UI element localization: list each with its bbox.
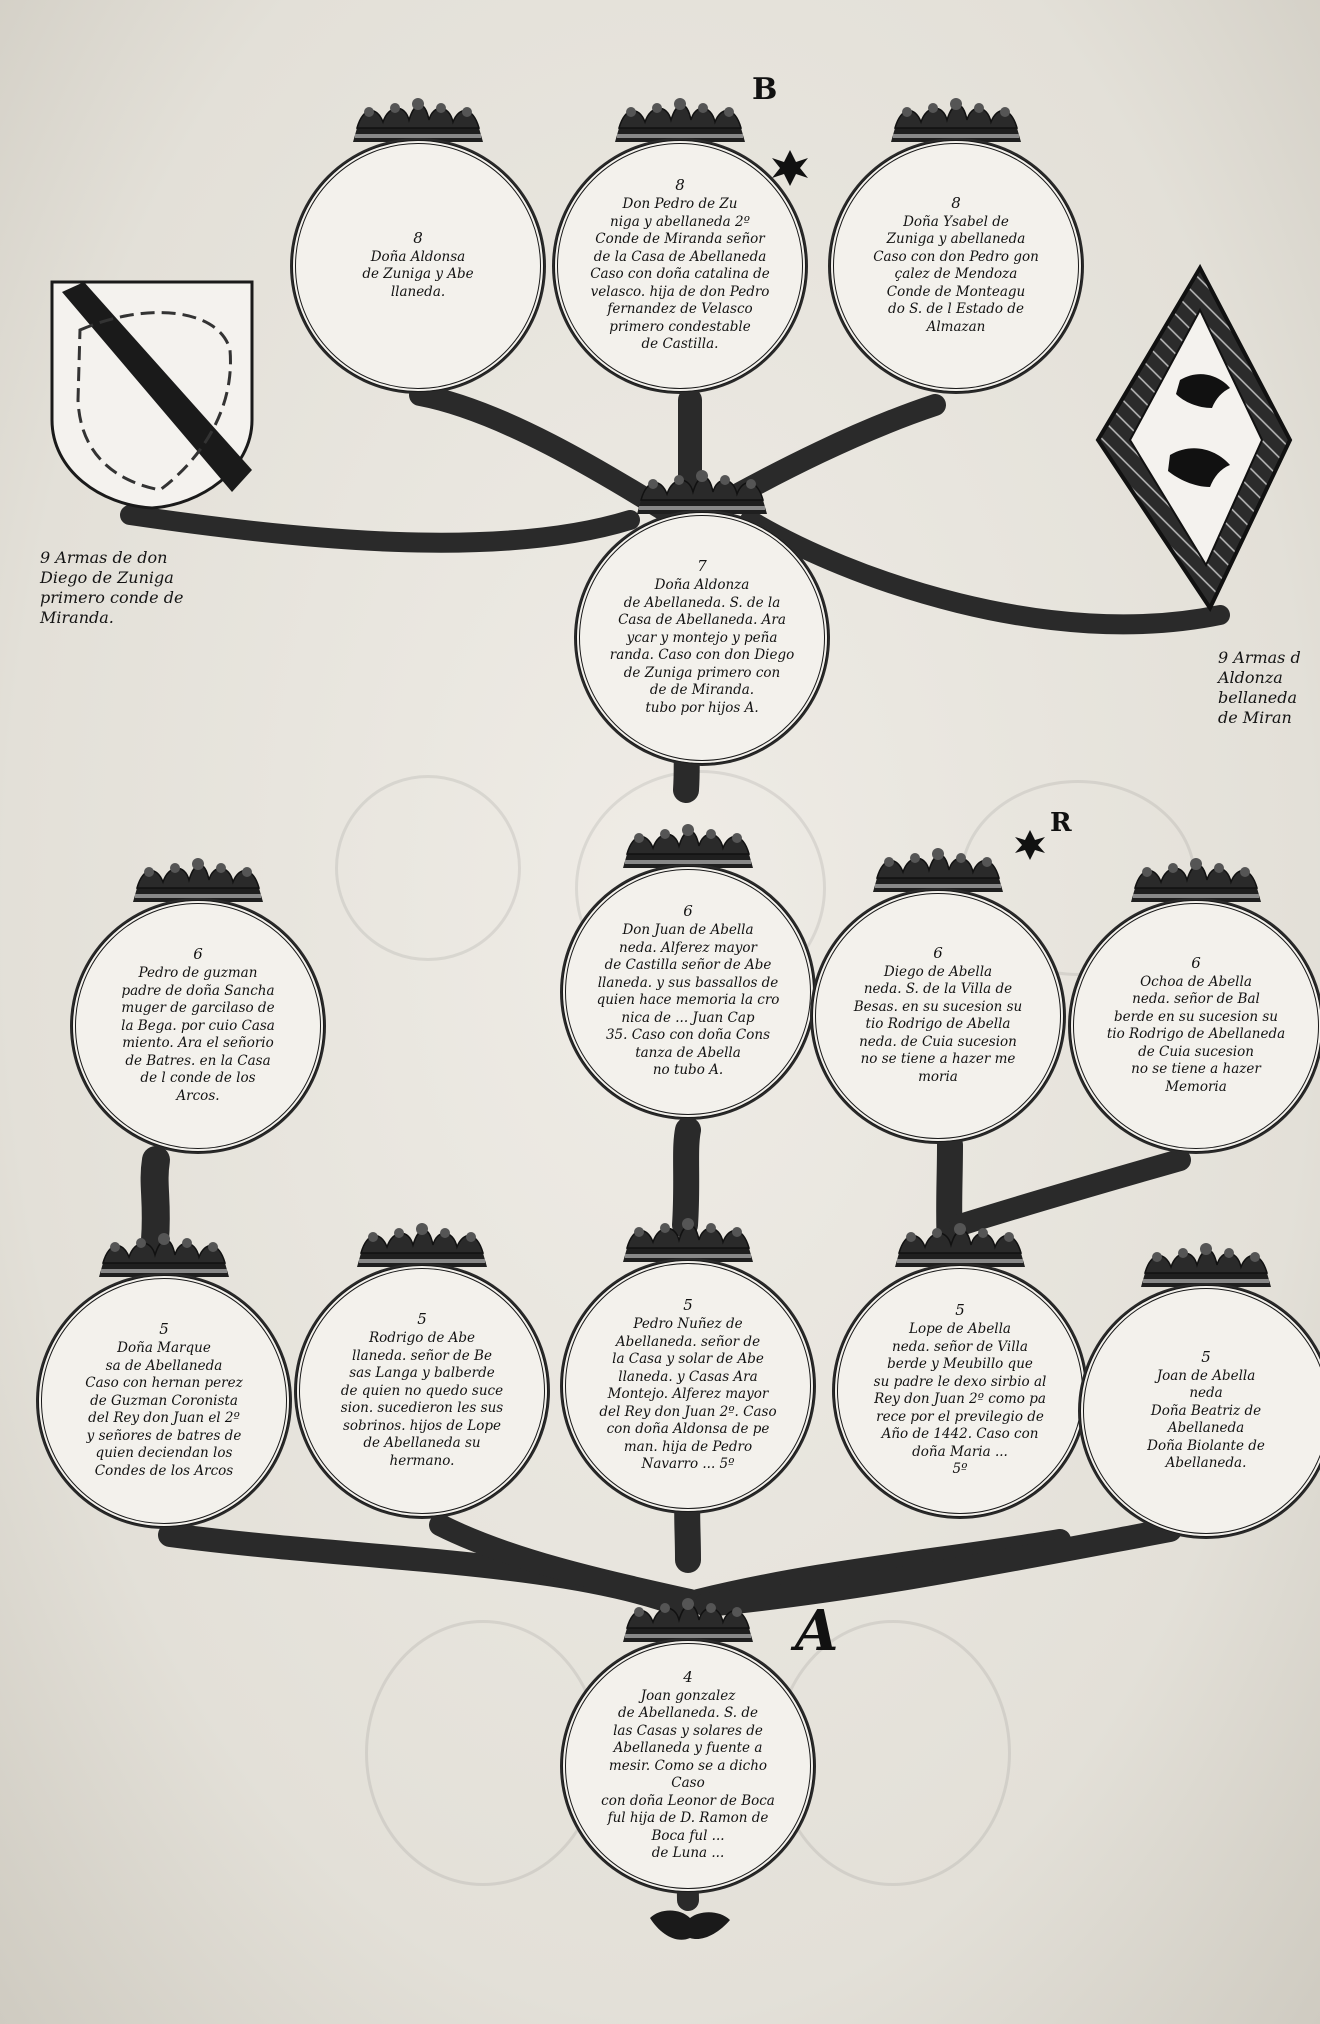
crown-icon (627, 468, 777, 518)
generation-number: 8 (951, 193, 961, 212)
generation-number: 8 (675, 176, 685, 195)
crown-icon (89, 1231, 239, 1281)
marker-letter-r: R (1050, 808, 1072, 838)
left-arms-caption: 9 Armas de don Diego de Zuniga primero c… (40, 548, 184, 627)
person-description: Don Pedro de Zu niga y abellaneda 2º Con… (590, 196, 770, 353)
generation-number: 5 (955, 1301, 965, 1320)
generation-number: 8 (413, 228, 423, 247)
crown-icon (885, 1221, 1035, 1271)
person-description: Ochoa de Abella neda. señor de Bal berde… (1106, 973, 1286, 1095)
person-description: Don Juan de Abella neda. Alferez mayor d… (596, 922, 780, 1079)
crown-icon (1121, 856, 1271, 906)
crown-icon (123, 856, 273, 906)
cross-ornaments (772, 150, 1045, 860)
crown-icon (613, 822, 763, 872)
crown-icon (347, 1221, 497, 1271)
generation-number: 7 (697, 557, 707, 575)
person-description: Diego de Abella neda. S. de la Villa de … (853, 963, 1023, 1085)
generation-number: 6 (933, 943, 943, 962)
person-description: Rodrigo de Abe llaneda. señor de Be sas … (340, 1330, 504, 1469)
person-description: Joan gonzalez de Abellaneda. S. de las C… (601, 1687, 775, 1862)
right-arms-caption: 9 Armas d Aldonza bellaneda de Miran (1218, 648, 1301, 727)
bleed-through-circle (335, 775, 521, 961)
generation-number: 5 (683, 1296, 693, 1315)
marker-letter-b: B (752, 72, 778, 107)
person-description: Pedro de guzman padre de doña Sancha mug… (121, 965, 275, 1104)
coat-of-arms-right (1095, 263, 1293, 613)
root-flourish (650, 1910, 730, 1940)
coat-of-arms-left (50, 280, 254, 510)
person-description: Doña Aldonza de Abellaneda. S. de la Cas… (609, 577, 795, 716)
person-description: Doña Aldonsa de Zuniga y Abe llaneda. (362, 248, 474, 300)
crown-icon (343, 96, 493, 146)
generation-number: 6 (1191, 953, 1201, 972)
crown-icon (605, 96, 755, 146)
generation-number: 5 (1201, 1347, 1211, 1366)
generation-number: 6 (683, 902, 693, 921)
generation-number: 5 (417, 1310, 427, 1328)
crown-icon (613, 1596, 763, 1646)
person-description: Doña Ysabel de Zuniga y abellaneda Caso … (873, 213, 1039, 335)
crown-icon (881, 96, 1031, 146)
generation-number: 4 (683, 1667, 693, 1686)
person-description: Joan de Abella neda Doña Beatriz de Abel… (1147, 1367, 1265, 1472)
crown-icon (863, 846, 1013, 896)
person-description: Doña Marque sa de Abellaneda Caso con he… (85, 1340, 243, 1479)
generation-number: 5 (159, 1320, 169, 1338)
person-description: Pedro Nuñez de Abellaneda. señor de la C… (599, 1316, 777, 1473)
crown-icon (1131, 1241, 1281, 1291)
crown-icon (613, 1216, 763, 1266)
marker-letter-a: A (795, 1598, 839, 1664)
person-description: Lope de Abella neda. señor de Villa berd… (873, 1321, 1047, 1478)
generation-number: 6 (193, 945, 203, 963)
